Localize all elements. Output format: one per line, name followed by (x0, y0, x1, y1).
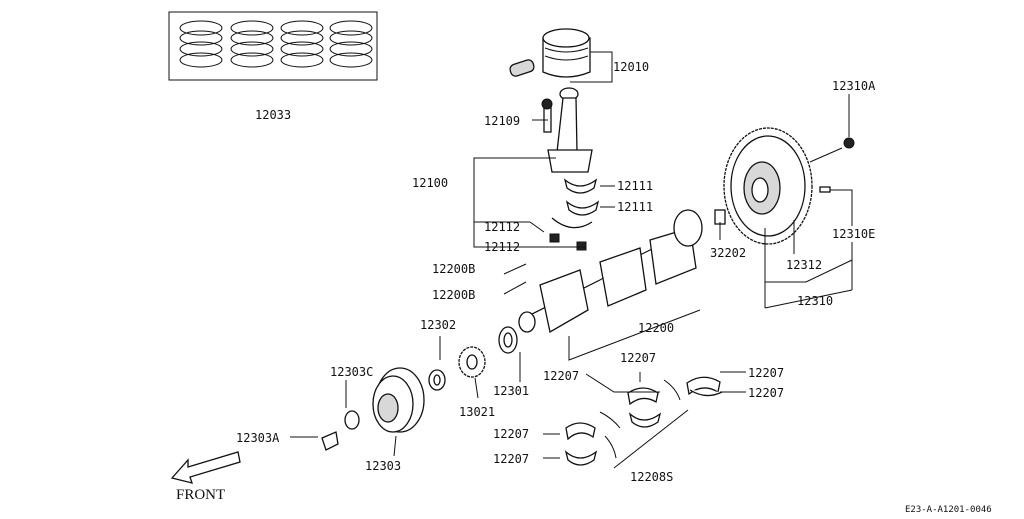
front-arrow-icon (170, 451, 241, 484)
label-12303c: 12303C (330, 365, 373, 379)
label-12112-a: 12112 (484, 220, 520, 234)
flywheel-drawing (714, 127, 855, 245)
piston-drawing (509, 28, 613, 83)
label-12207-f: 12207 (493, 452, 529, 466)
main-bearings-drawing (564, 376, 723, 466)
label-12207-e: 12207 (493, 427, 529, 441)
label-12310a: 12310A (832, 79, 876, 93)
crankshaft-drawing (518, 209, 703, 334)
label-12301: 12301 (493, 384, 529, 398)
label-12112-b: 12112 (484, 240, 520, 254)
label-32202: 32202 (710, 246, 746, 260)
label-12208s: 12208S (630, 470, 673, 484)
label-12312: 12312 (786, 258, 822, 272)
label-12010: 12010 (613, 60, 649, 74)
label-12302: 12302 (420, 318, 456, 332)
label-12303: 12303 (365, 459, 401, 473)
drawing-code: E23-A-A1201-0046 (905, 505, 992, 515)
piston-ring-set-drawing (168, 11, 378, 81)
label-12303a: 12303A (236, 431, 280, 445)
label-12109: 12109 (484, 114, 520, 128)
front-parts-drawing (321, 326, 518, 451)
label-12033: 12033 (255, 108, 291, 122)
label-12310e: 12310E (832, 227, 875, 241)
front-label: FRONT (176, 487, 225, 503)
leader-lines (290, 94, 853, 469)
label-12200b-b: 12200B (432, 288, 475, 302)
conrod-drawing (541, 87, 600, 251)
label-12207-d: 12207 (748, 386, 784, 400)
label-12111-a: 12111 (617, 179, 653, 193)
label-12310: 12310 (797, 294, 833, 308)
label-12111-b: 12111 (617, 200, 653, 214)
label-13021: 13021 (459, 405, 495, 419)
label-12207-b: 12207 (543, 369, 579, 383)
label-12207-a: 12207 (620, 351, 656, 365)
label-12207-c: 12207 (748, 366, 784, 380)
label-12200: 12200 (638, 321, 674, 335)
label-12100: 12100 (412, 176, 448, 190)
label-12200b-a: 12200B (432, 262, 475, 276)
